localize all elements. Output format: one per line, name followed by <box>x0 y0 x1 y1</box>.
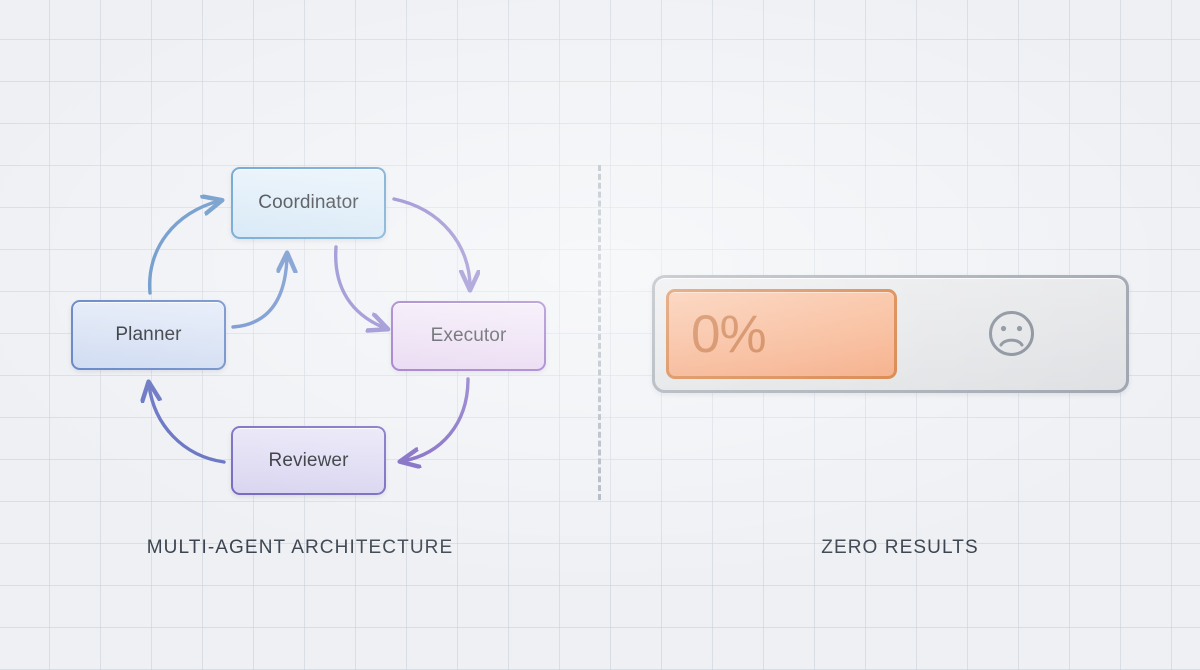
node-planner[interactable]: Planner <box>71 300 226 370</box>
node-executor[interactable]: Executor <box>391 301 546 371</box>
edge-coordinator-to-executor-inner <box>334 245 385 328</box>
caption-zero-results: ZERO RESULTS <box>821 537 979 558</box>
sad-face-icon <box>989 311 1034 356</box>
node-reviewer-label: Reviewer <box>268 449 349 471</box>
node-reviewer[interactable]: Reviewer <box>231 426 386 495</box>
node-coordinator[interactable]: Coordinator <box>231 167 386 239</box>
node-planner-label: Planner <box>115 324 182 345</box>
node-executor-label: Executor <box>430 325 507 346</box>
progress-bar-fill: 0% <box>666 289 897 379</box>
progress-bar-track[interactable]: 0% <box>652 275 1129 393</box>
edge-reviewer-to-planner <box>149 385 226 464</box>
edge-planner-to-coordinator-inner <box>231 256 287 329</box>
edge-planner-to-coordinator <box>147 201 219 295</box>
section-divider <box>598 165 601 500</box>
caption-multi-agent-architecture: MULTI-AGENT ARCHITECTURE <box>146 537 454 558</box>
progress-value-label: 0% <box>691 304 767 364</box>
node-coordinator-label: Coordinator <box>258 192 359 213</box>
edge-coordinator-to-executor <box>392 197 470 287</box>
edge-executor-to-reviewer <box>403 377 470 461</box>
